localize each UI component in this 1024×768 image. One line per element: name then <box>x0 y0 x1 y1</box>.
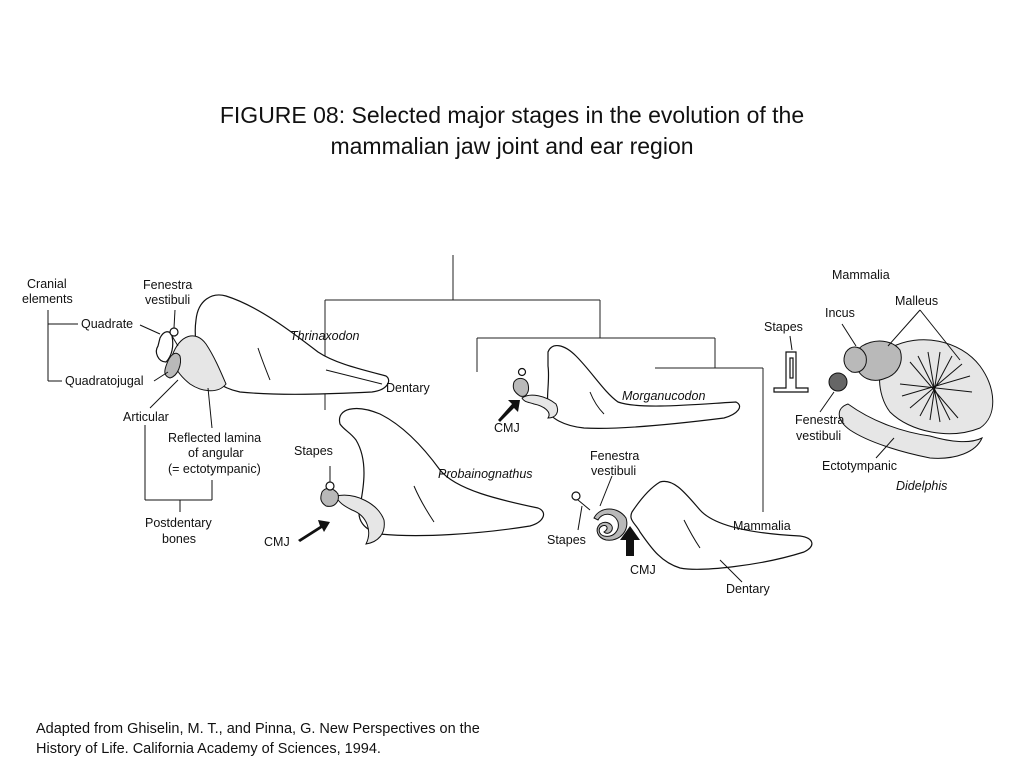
figure-title-line-2: mammalian jaw joint and ear region <box>330 133 694 159</box>
reflected-lamina-leader <box>207 387 213 429</box>
thrinaxodon-coronoid-line <box>257 347 271 381</box>
label-fenestra-3-line2: vestibuli <box>796 429 841 443</box>
probainognathus-coronoid-line <box>413 485 435 523</box>
label-reflected-line3: (= ectotympanic) <box>168 462 261 476</box>
tympanic-membrane-lines <box>899 351 973 423</box>
label-morganucodon: Morganucodon <box>622 389 705 403</box>
label-postdentary: Postdentary <box>145 516 212 530</box>
didelphis-ear-region <box>773 309 994 459</box>
label-reflected-line2: of angular <box>188 446 244 460</box>
label-fenestra-2-line2: vestibuli <box>591 464 636 478</box>
thrinaxodon-stapes-head <box>169 327 179 337</box>
membrane-line <box>901 375 971 397</box>
mammalia-coronoid-line <box>683 519 701 549</box>
figure-caption: Adapted from Ghiselin, M. T., and Pinna,… <box>36 719 676 759</box>
label-fenestra-1-line1: Fenestra <box>143 278 192 292</box>
label-malleus: Malleus <box>895 294 938 308</box>
mammalia-stapes-shaft <box>577 499 591 511</box>
thrinaxodon-jaw <box>155 294 390 395</box>
label-articular: Articular <box>123 410 169 424</box>
label-elements: elements <box>22 292 73 306</box>
malleus-leader-2 <box>919 309 961 361</box>
cmj-arrow-icon <box>298 520 330 542</box>
morganucodon-angular <box>521 394 559 419</box>
label-cranial: Cranial <box>27 277 67 291</box>
label-incus: Incus <box>825 306 855 320</box>
quadrate-leader <box>139 324 161 335</box>
label-fenestra-1-line2: vestibuli <box>145 293 190 307</box>
label-cmj-2: CMJ <box>494 421 520 435</box>
didelphis-fenestra-vestibuli <box>828 372 848 392</box>
label-fenestra-3-line1: Fenestra <box>795 413 844 427</box>
label-stapes-1: Stapes <box>294 444 333 458</box>
label-cmj-3: CMJ <box>630 563 656 577</box>
label-quadratojugal: Quadratojugal <box>65 374 144 388</box>
label-mammalia-1: Mammalia <box>733 519 791 533</box>
malleus-leader-1 <box>887 309 921 347</box>
label-didelphis: Didelphis <box>896 479 947 493</box>
incus-leader <box>841 323 857 347</box>
label-probainognathus: Probainognathus <box>438 467 533 481</box>
dentary-2-leader <box>719 559 743 583</box>
stapes-foramen <box>789 357 794 379</box>
fenestra-3-leader <box>819 391 835 413</box>
morganucodon-stapes-head <box>517 367 527 377</box>
label-thrinaxodon: Thrinaxodon <box>290 329 360 343</box>
label-mammalia-2: Mammalia <box>832 268 890 282</box>
label-stapes-2: Stapes <box>547 533 586 547</box>
mammalia-jaw <box>571 475 813 583</box>
label-reflected-line1: Reflected lamina <box>168 431 261 445</box>
thrinaxodon-angular-lamina <box>171 335 227 392</box>
morganucodon-coronoid-line <box>589 391 605 415</box>
morganucodon-jaw <box>498 345 741 429</box>
articular-leader <box>149 379 179 409</box>
cmj-arrow-icon <box>620 526 640 556</box>
figure-title-line-1: FIGURE 08: Selected major stages in the … <box>219 102 805 128</box>
label-dentary-2: Dentary <box>726 582 771 596</box>
label-dentary-1: Dentary <box>386 381 431 395</box>
label-cmj-1: CMJ <box>264 535 290 549</box>
dentary-1-leader <box>325 369 383 385</box>
label-ectotympanic: Ectotympanic <box>822 459 897 473</box>
mammalia-dentary <box>630 480 813 570</box>
stapes-3-leader <box>789 335 793 351</box>
stapes-2-leader <box>577 505 583 531</box>
probainognathus-stapes-head <box>325 481 335 491</box>
jaw-evolution-diagram: Cranial elements Quadrate Quadratojugal … <box>22 255 994 596</box>
probainognathus-dentary <box>338 407 545 537</box>
ectotympanic-leader <box>875 437 895 459</box>
probainognathus-articular <box>320 487 339 507</box>
label-fenestra-2-line1: Fenestra <box>590 449 639 463</box>
morganucodon-dentary <box>546 345 741 429</box>
label-bones: bones <box>162 532 196 546</box>
thrinaxodon-quadrate-bone <box>155 331 174 363</box>
probainognathus-jaw <box>298 407 545 545</box>
fenestra-1-leader <box>173 309 176 329</box>
caption-line-1: Adapted from Ghiselin, M. T., and Pinna,… <box>36 721 480 737</box>
label-quadrate: Quadrate <box>81 317 133 331</box>
fenestra-2-leader <box>599 475 613 507</box>
left-leader-lines <box>47 309 383 512</box>
quadratojugal-leader <box>153 371 169 382</box>
cmj-arrow-icon <box>498 400 520 422</box>
didelphis-incus-bone <box>843 346 867 373</box>
mammalia-stapes-head <box>571 491 581 501</box>
didelphis-ectotympanic-bone <box>838 403 983 459</box>
mammalia-ear-ring <box>593 508 628 541</box>
probainognathus-angular <box>335 494 385 545</box>
thrinaxodon-stapes-shaft <box>171 335 179 347</box>
membrane-line <box>899 383 973 393</box>
figure-title: FIGURE 08: Selected major stages in the … <box>0 100 1024 162</box>
phylogenetic-tree <box>324 255 764 512</box>
label-stapes-3: Stapes <box>764 320 803 334</box>
caption-line-2: History of Life. California Academy of S… <box>36 741 381 757</box>
morganucodon-articular <box>512 377 529 397</box>
